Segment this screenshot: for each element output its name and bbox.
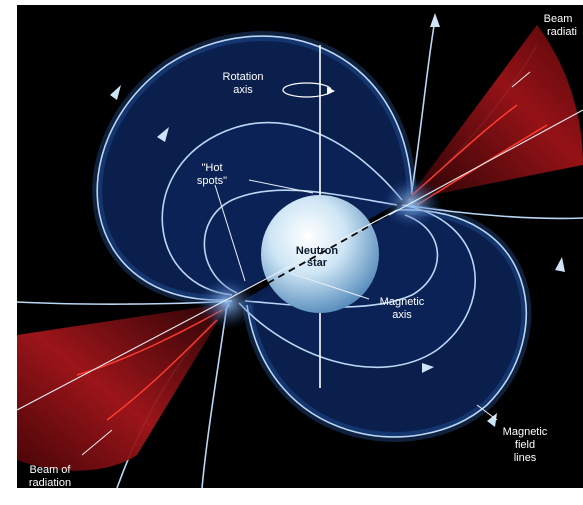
hot-spots-leader [248,179,314,194]
beam-bottom-leader [81,429,113,456]
beam-top-label-2: radiati [547,26,577,38]
magnetic-axis-leader [289,272,370,300]
beam-bottom-label-1: Beam of [30,464,72,476]
hot-spots-leader-2 [214,184,246,282]
beam-top-label-1: Beam [544,13,573,25]
neutron-star-label-1: Neutron [296,245,338,257]
rotation-axis-label-2: axis [233,84,253,96]
pulsar-diagram: Rotation axis "Hot spots" Neutron star M… [17,5,583,488]
hot-spots-label-1: "Hot [201,162,222,174]
beam-axis-line-top [388,109,583,216]
beam-axis-line-bottom [17,209,398,411]
beam-top [407,25,583,206]
magnetic-field-lines-label-3: lines [514,452,537,464]
hot-spot-bottom [197,277,257,329]
neutron-star-label-2: star [307,257,328,269]
rotation-axis-label-1: Rotation [223,71,264,83]
magnetic-axis-label-1: Magnetic [380,296,425,308]
magnetic-field-lines-label-1: Magnetic [503,426,548,438]
magnetic-axis-label-2: axis [392,309,412,321]
beam-top-leader [511,71,531,88]
magnetic-field-lines-label-2: field [515,439,535,451]
hot-spots-label-2: spots" [197,175,227,187]
magnetic-axis-line [251,214,390,293]
neutron-star [261,195,379,313]
beam-bottom-label-2: radiation [29,477,71,488]
beam-bottom [17,303,229,471]
field-lines-leader [476,404,498,421]
